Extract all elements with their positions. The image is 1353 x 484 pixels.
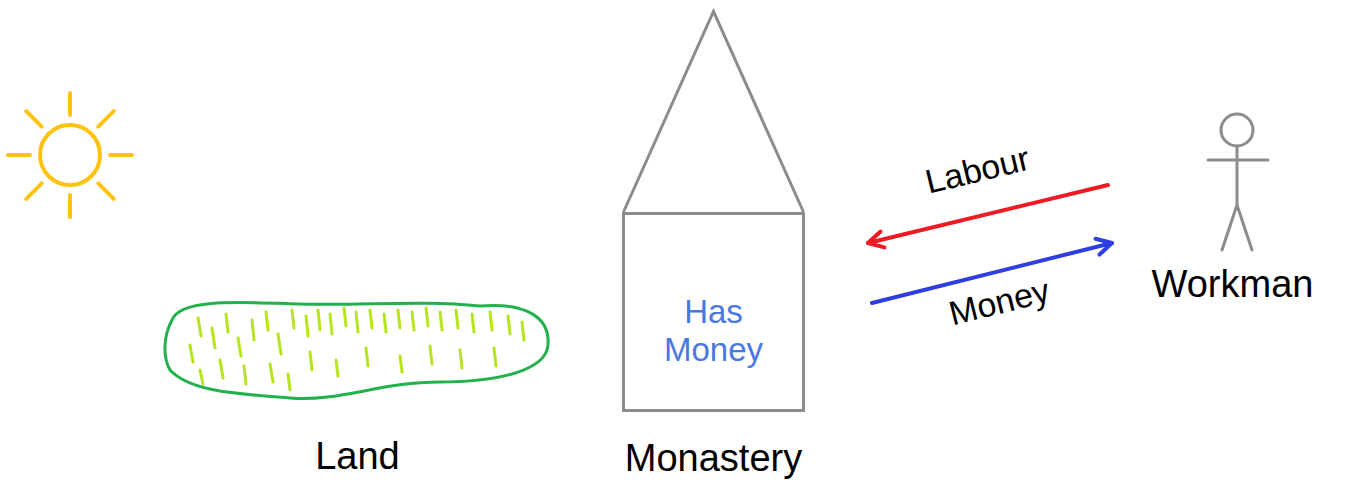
roof-outline: [622, 10, 805, 215]
grass-ticks: [190, 308, 524, 390]
roof-triangle: [624, 12, 804, 213]
sun-rays: [8, 93, 132, 217]
edge-label: Labour: [921, 139, 1033, 202]
arrowhead: [1096, 239, 1112, 255]
land-area: Land: [160, 290, 555, 475]
labour-arrow: [868, 185, 1108, 247]
workman-figure: Workman: [1120, 95, 1345, 310]
box-text: Has Money: [625, 293, 802, 369]
arrowhead: [868, 232, 884, 248]
connector-line: [868, 185, 1108, 243]
node-label: Workman: [1120, 263, 1345, 307]
land-outline: [160, 290, 555, 410]
stick-figure: [1120, 95, 1345, 260]
land-blob: [165, 302, 548, 398]
sun-symbol: [8, 93, 132, 217]
figure-body: [1208, 146, 1268, 250]
node-label: Land: [160, 435, 555, 479]
monastery-box: Has MoneyMonastery: [622, 212, 805, 412]
node-label: Monastery: [562, 437, 865, 481]
sun-disc: [40, 125, 100, 185]
figure-head: [1221, 114, 1253, 146]
